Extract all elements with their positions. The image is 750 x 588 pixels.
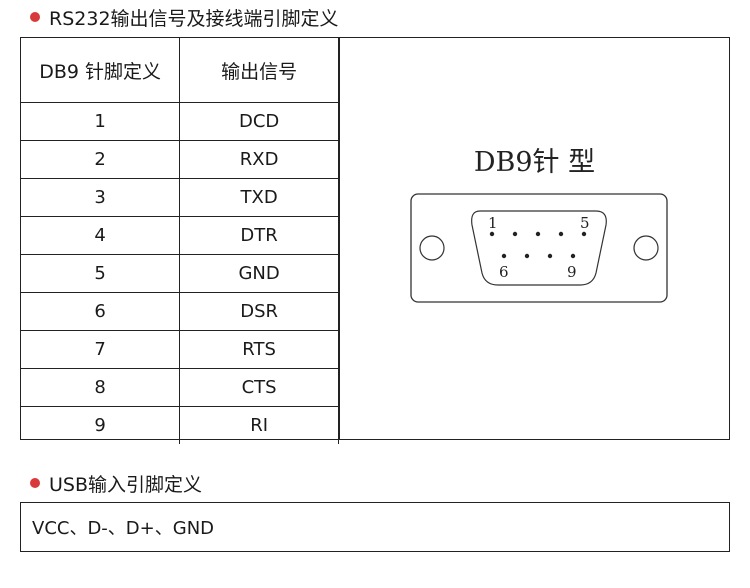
usb-heading-text: USB输入引脚定义	[49, 473, 203, 496]
signal-name-cell: TXD	[179, 178, 339, 217]
pin-label-5: 5	[580, 214, 590, 232]
pin-number-cell: 1	[21, 102, 181, 141]
bullet-dot-icon	[30, 478, 40, 488]
signal-name-cell: RTS	[179, 330, 339, 369]
pin-number-cell: 5	[21, 254, 181, 293]
signal-name-cell: DTR	[179, 216, 339, 255]
header-pin: DB9 针脚定义	[21, 38, 181, 103]
table-header-row: DB9 针脚定义 输出信号	[21, 38, 339, 103]
signal-name-cell: CTS	[179, 368, 339, 407]
pin-label-6: 6	[499, 263, 509, 281]
usb-section-heading: USB输入引脚定义	[30, 468, 202, 498]
signal-name-cell: RI	[179, 406, 339, 444]
usb-pin-box: VCC、D-、D+、GND	[20, 502, 730, 552]
signal-name-cell: DSR	[179, 292, 339, 331]
signal-name-cell: RXD	[179, 140, 339, 179]
pin-number-cell: 6	[21, 292, 181, 331]
signal-name-cell: GND	[179, 254, 339, 293]
pin-number-cell: 2	[21, 140, 181, 179]
signal-name-cell: DCD	[179, 102, 339, 141]
pin-label-9: 9	[567, 263, 577, 281]
rs232-heading-text: RS232输出信号及接线端引脚定义	[49, 7, 339, 30]
header-signal: 输出信号	[179, 38, 339, 103]
pin-number-cell: 4	[21, 216, 181, 255]
bullet-dot-icon	[30, 12, 40, 22]
pin-number-cell: 3	[21, 178, 181, 217]
pin-number-cell: 7	[21, 330, 181, 369]
db9-connector-icon: 1 5 6 9	[410, 193, 668, 303]
rs232-section-heading: RS232输出信号及接线端引脚定义	[30, 2, 339, 32]
pin-label-1: 1	[488, 214, 498, 232]
pin-number-cell: 9	[21, 406, 181, 444]
connector-title: DB9针 型	[473, 147, 596, 178]
db9-connector-diagram: DB9针 型 1 5 6 9	[339, 38, 729, 439]
pin-number-cell: 8	[21, 368, 181, 407]
usb-pins-text: VCC、D-、D+、GND	[32, 518, 215, 539]
